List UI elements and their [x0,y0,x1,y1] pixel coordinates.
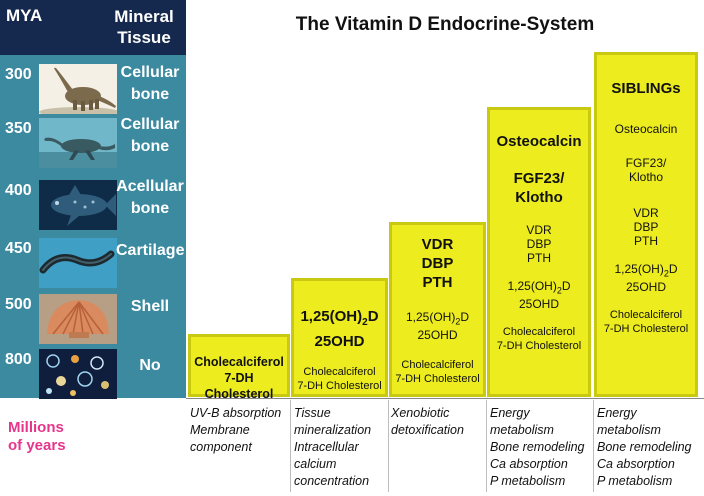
osteocalcin-label: Osteocalcin [496,133,582,150]
dhc-label: 7-DH Cholesterol [496,340,582,353]
calcitriol-label: 1,25(OH)2D [614,262,678,279]
millions-of-years-label: Millions of years [8,419,66,454]
function-text-2: Tissue mineralization Intracellular calc… [294,406,372,488]
klotho-label: Klotho [628,170,664,184]
vitamin-d-column-1: Cholecalciferol 7-DH Cholesterol [188,334,290,401]
dbp-label: DBP [526,237,552,251]
tissue-label: Acellular bone [116,178,184,217]
column-divider [486,400,487,492]
tissue-label: Cellular bone [120,116,180,155]
marine-reptile-icon [39,118,117,168]
function-divider [186,398,704,399]
lamprey-icon [39,238,117,288]
fgf23-label: FGF23/ [625,156,667,170]
dhc-label: 7-DH Cholesterol [204,371,274,401]
25ohd-label: 25OHD [625,280,666,295]
tissue-header: Mineral Tissue [114,7,174,47]
cholecalciferol-label: Cholecalciferol [502,326,576,339]
calcitriol-label: 1,25(OH)2D [405,310,470,327]
timeline-row: 500 Shell [0,290,186,346]
timeline-row: 300 Cellular bone [0,60,186,116]
fgf23-label: FGF23/ [513,170,565,187]
vitamin-d-column-5: SIBLINGs Osteocalcin FGF23/ Klotho VDR D… [594,52,698,397]
dbp-label: DBP [633,220,659,234]
column-divider [593,400,594,492]
cholecalciferol-label: Cholecalciferol [401,359,474,372]
tissue-label: Cellular bone [120,64,180,103]
pth-label: PTH [527,251,551,265]
mya-value: 450 [5,240,32,257]
coelacanth-icon [39,180,117,230]
osteocalcin-label: Osteocalcin [614,122,678,136]
function-text-5: Energy metabolism Bone remodeling Ca abs… [597,406,692,488]
page-title: The Vitamin D Endocrine-System [295,14,595,35]
plankton-icon [39,349,117,399]
pth-label: PTH [422,274,453,291]
dbp-label: DBP [421,255,454,272]
cholecalciferol-label: Cholecalciferol [303,366,376,378]
25ohd-label: 25OHD [417,328,458,343]
timeline-row: 400 Acellular bone [0,176,186,232]
function-text-4: Energy metabolism Bone remodeling Ca abs… [490,406,585,488]
cholecalciferol-label: Cholecalciferol [609,309,683,322]
calcitriol-label: 1,25(OH)2D [507,279,571,296]
mya-header: MYA [6,6,43,25]
dhc-label: 7-DH Cholesterol [603,323,689,336]
dhc-label: 7-DH Cholesterol [297,380,382,392]
mya-value: 400 [5,182,32,199]
cholecalciferol-label: Cholecalciferol [194,355,284,369]
calcitriol-label: 1,25(OH)2D [300,308,379,328]
function-text-1: UV-B absorption Membrane component [190,406,282,454]
mya-value: 500 [5,296,32,313]
function-text-3: Xenobiotic detoxification [391,406,464,437]
vitamin-d-column-2: 1,25(OH)2D 25OHD Cholecalciferol 7-DH Ch… [291,278,388,397]
vitamin-d-column-3: VDR DBP PTH 1,25(OH)2D 25OHD Cholecalcif… [389,222,486,397]
mya-value: 300 [5,66,32,83]
25ohd-label: 25OHD [314,333,365,350]
pth-label: PTH [634,234,658,248]
tissue-label: Shell [130,298,170,315]
timeline-row: 450 Cartilage [0,234,186,290]
vdr-label: VDR [526,223,552,237]
mya-value: 800 [5,351,32,368]
column-divider [388,400,389,492]
timeline-header: MYA Mineral Tissue [0,0,186,55]
vdr-label: VDR [633,206,659,220]
vdr-label: VDR [421,236,454,253]
dhc-label: 7-DH Cholesterol [395,373,480,386]
siblings-label: SIBLINGs [611,80,681,97]
tissue-label: Cartilage [116,242,185,259]
timeline-row: 350 Cellular bone [0,114,186,170]
column-divider [290,400,291,492]
25ohd-label: 25OHD [518,297,559,312]
klotho-label: Klotho [515,189,563,206]
shell-icon [39,294,117,344]
dinosaur-icon [39,64,117,114]
tissue-label: No [139,357,161,374]
vitamin-d-column-4: Osteocalcin FGF23/ Klotho VDR DBP PTH 1,… [487,107,591,397]
mya-value: 350 [5,120,32,137]
timeline-row: 800 No [0,345,186,401]
